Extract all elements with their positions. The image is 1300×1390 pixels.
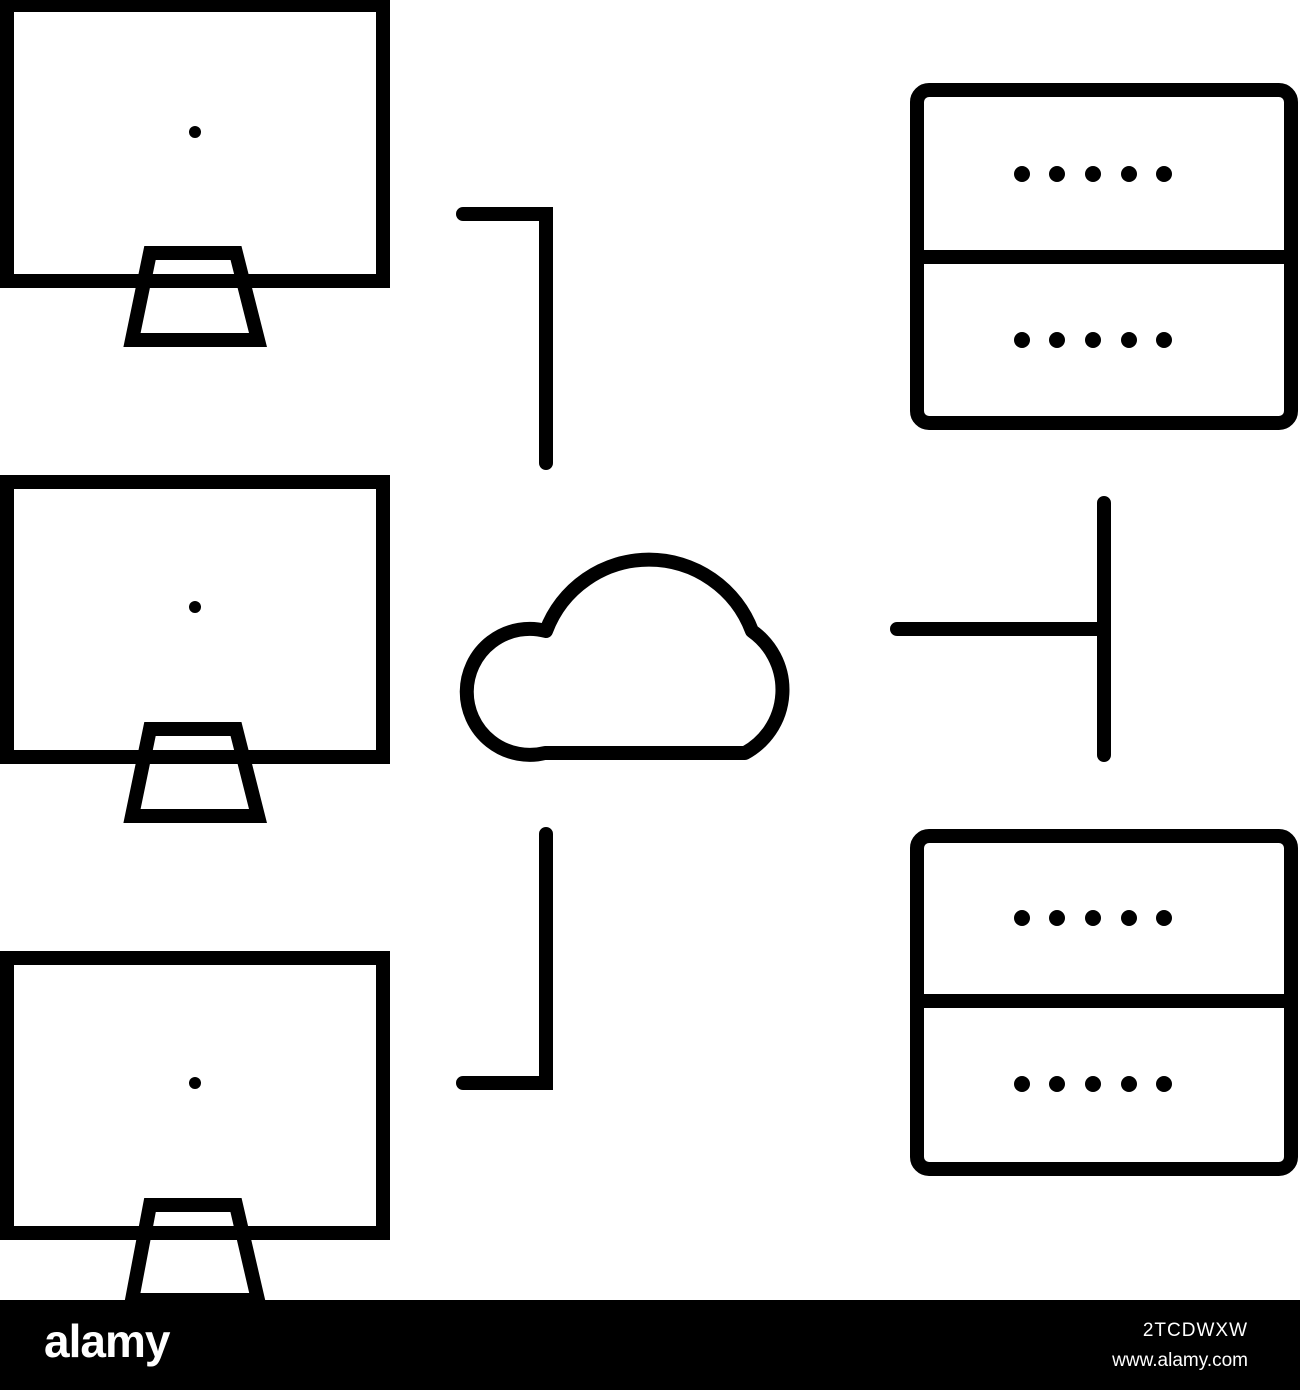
connector-line-bottom: [456, 827, 553, 1090]
connector-line-right: [890, 496, 1111, 762]
watermark-footer: alamy 2TCDWXW www.alamy.com: [0, 1300, 1300, 1390]
monitor-icon: [0, 951, 390, 1300]
image-id: 2TCDWXW: [1142, 1320, 1248, 1341]
monitor-icon: [0, 475, 390, 823]
network-diagram: [0, 0, 1298, 1300]
connector-line-top: [456, 207, 553, 470]
cloud-icon: [459, 552, 790, 762]
site-url: www.alamy.com: [1112, 1350, 1248, 1371]
server-rack-icon: [910, 83, 1298, 430]
server-rack-icon: [910, 829, 1298, 1176]
monitor-icon: [0, 0, 390, 347]
server-indicator-dots: [1014, 166, 1172, 1092]
brand-logo: alamy: [44, 1315, 170, 1367]
